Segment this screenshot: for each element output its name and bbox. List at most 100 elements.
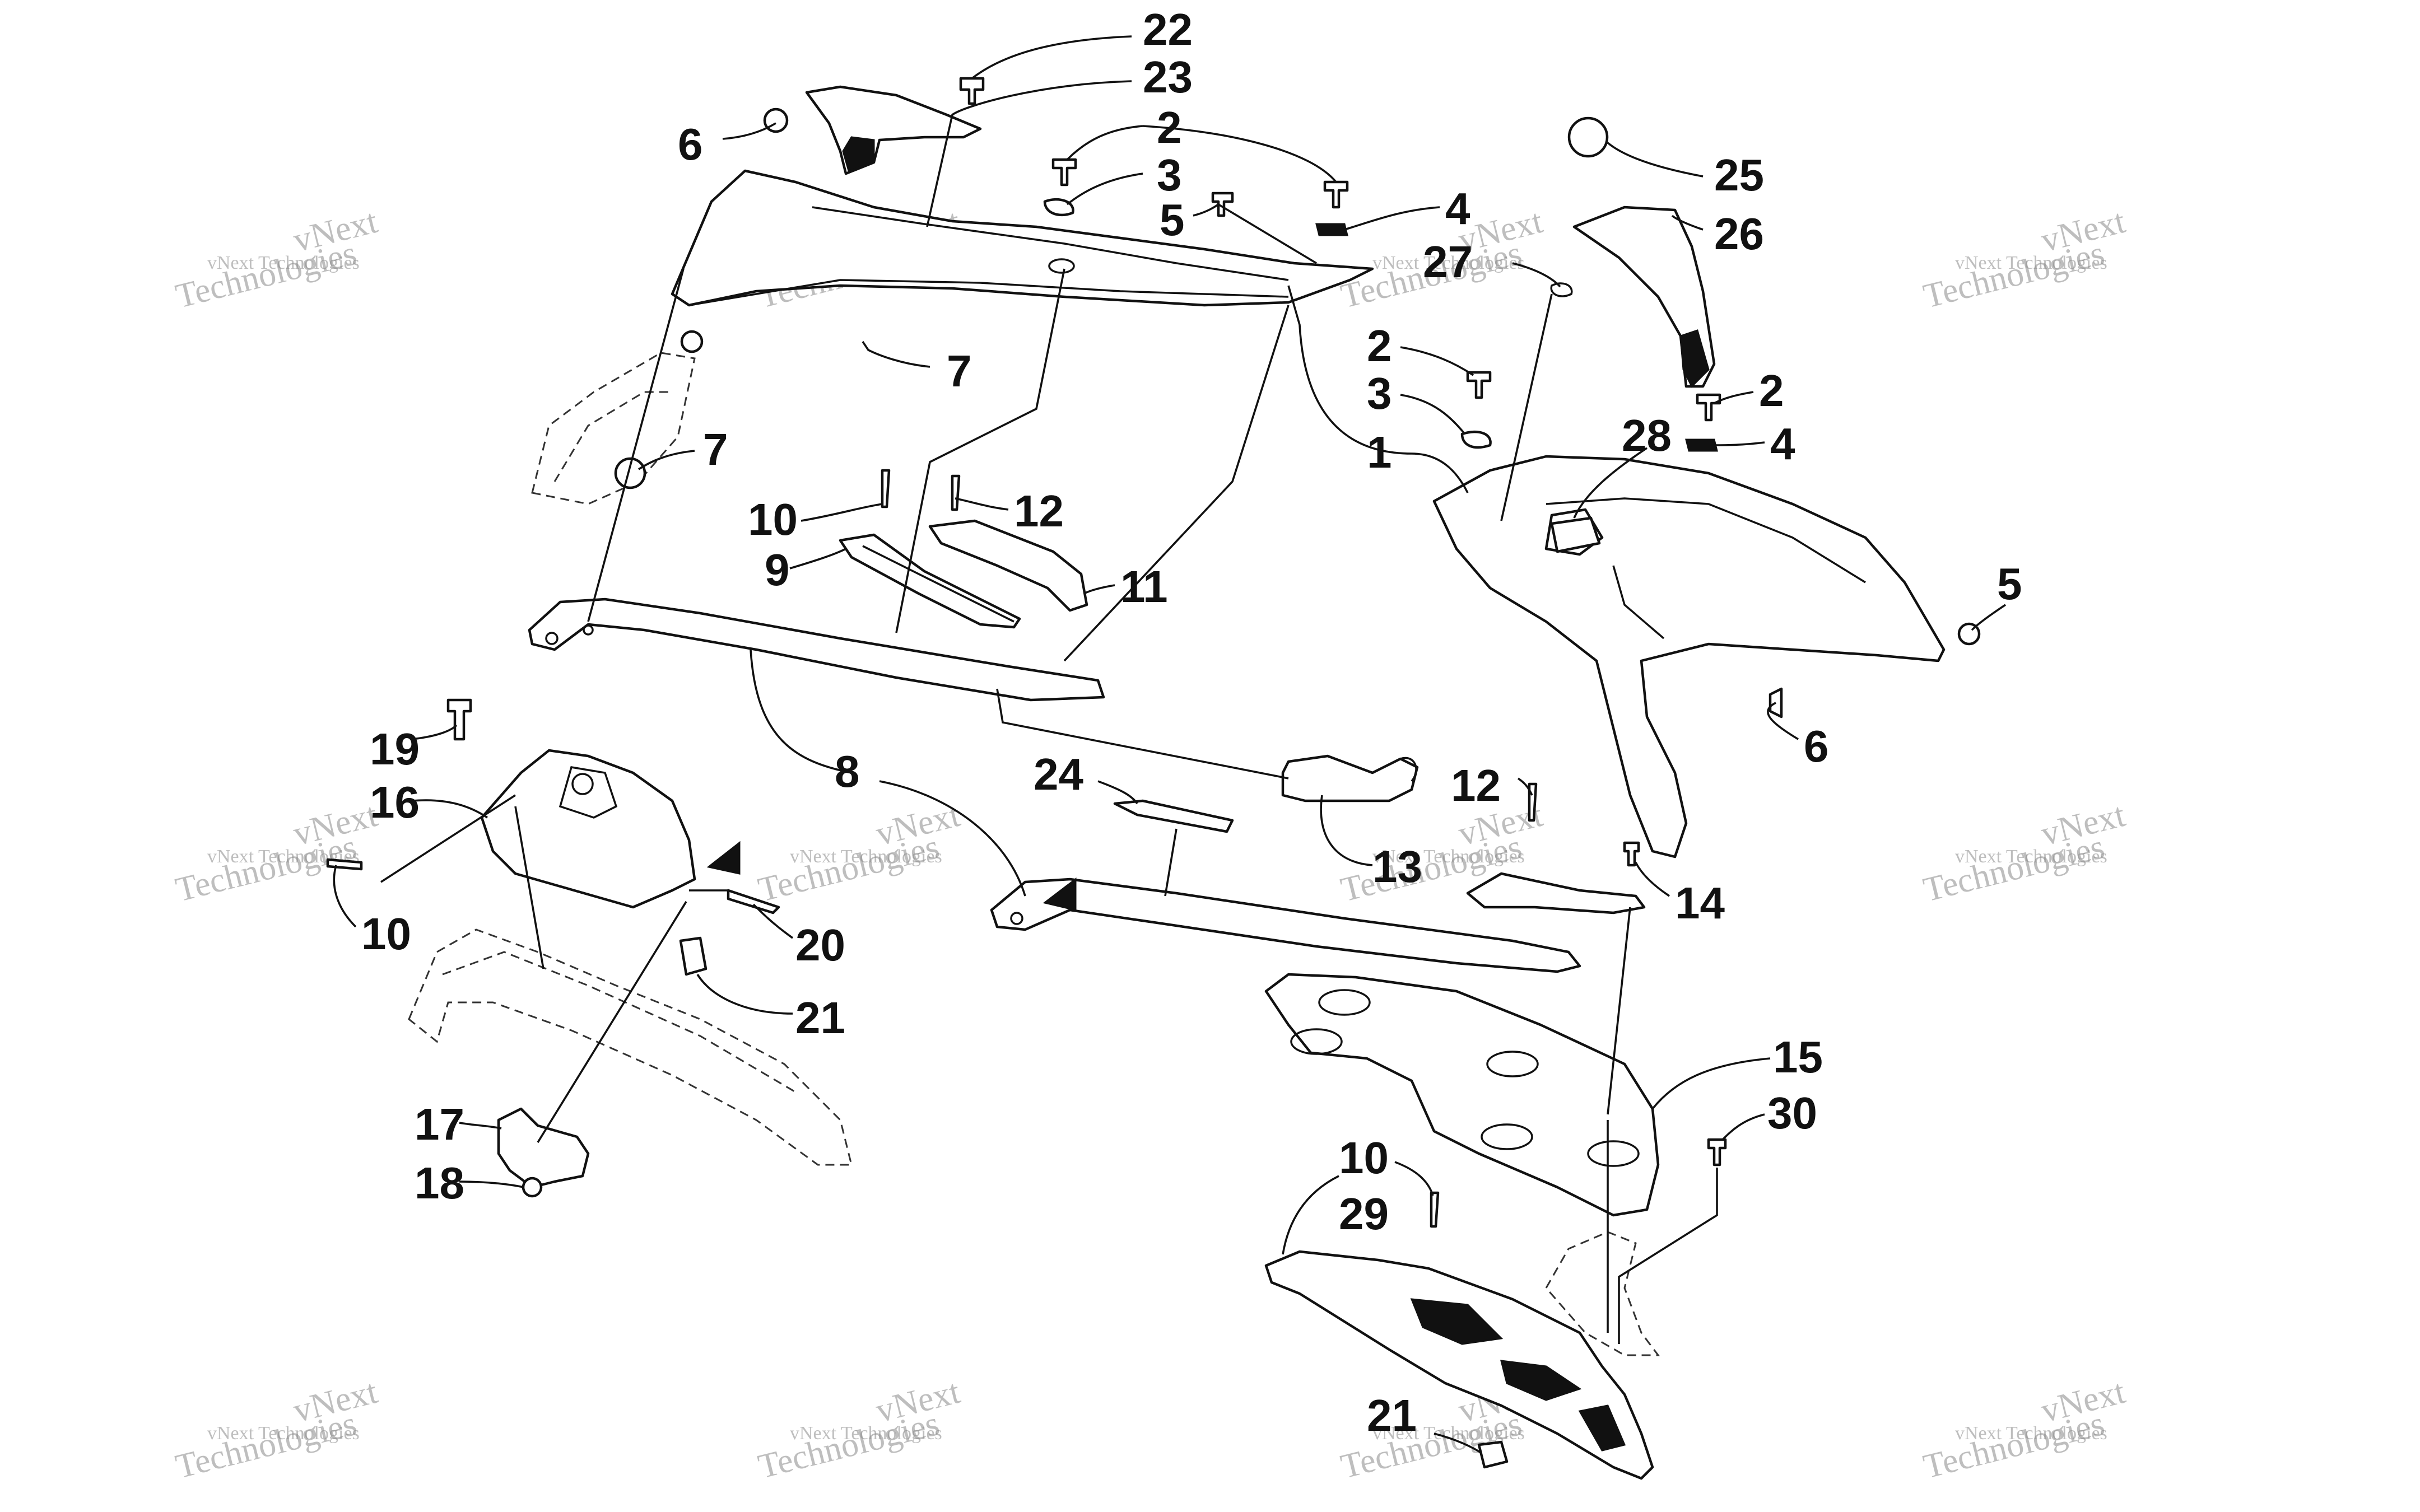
leader-mount-to-frame bbox=[380, 794, 516, 883]
callout-5-right: 5 bbox=[1997, 559, 2022, 609]
watermark: vNext Technologies vNext Technologies bbox=[172, 202, 381, 316]
leader-hood-to-rail bbox=[587, 268, 685, 622]
leader-4-a bbox=[1344, 206, 1440, 231]
leader-3-b bbox=[1400, 394, 1466, 435]
side-panel-right-ridge bbox=[1546, 497, 1866, 584]
side-panel-right-rim bbox=[1612, 565, 1665, 640]
watermark-brand-2: Technologies bbox=[1920, 828, 2108, 909]
frame-outline-ghost-inner bbox=[553, 391, 672, 482]
nut-4-a bbox=[1315, 223, 1348, 236]
air-scoop-detail bbox=[842, 136, 875, 172]
washer-27 bbox=[1550, 282, 1573, 297]
frame-rail-ghost bbox=[408, 928, 853, 1166]
watermark: vNext Technologies vNext Technologies bbox=[172, 1373, 381, 1486]
cross-member-hole-1 bbox=[1318, 989, 1371, 1016]
watermark-line: vNext Technologies bbox=[207, 253, 360, 273]
leader-24 bbox=[1097, 780, 1138, 805]
bracket-14 bbox=[1466, 872, 1646, 914]
rail-upper-bolt-hole bbox=[545, 632, 559, 645]
leader-21-b bbox=[537, 901, 687, 1143]
leader-30-b bbox=[1618, 1168, 1718, 1344]
callout-11: 11 bbox=[1120, 562, 1168, 612]
bracket-9-line bbox=[862, 545, 1014, 623]
callout-3: 3 bbox=[1157, 150, 1182, 200]
leader-10 bbox=[801, 503, 883, 522]
watermark-line: vNext Technologies bbox=[1955, 253, 2107, 273]
callout-25: 25 bbox=[1714, 150, 1764, 200]
leader-16 bbox=[411, 799, 488, 819]
hood-hole bbox=[1048, 258, 1075, 274]
frame-outline-ghost bbox=[531, 352, 696, 505]
callout-7-upper: 7 bbox=[947, 346, 972, 396]
frame-outline-ghost-lower bbox=[1545, 1231, 1660, 1356]
frame-rail-ghost-inner bbox=[442, 951, 796, 1093]
callout-10: 10 bbox=[748, 494, 798, 544]
leader-25 bbox=[1607, 142, 1704, 178]
leader-panel-to-27 bbox=[1500, 293, 1553, 521]
shield-panel bbox=[1572, 206, 1716, 388]
watermark-line: vNext Technologies bbox=[1372, 1423, 1525, 1444]
ring-25 bbox=[1567, 116, 1609, 158]
air-scoop bbox=[805, 85, 982, 175]
callout-4-b: 4 bbox=[1770, 419, 1795, 469]
watermark-brand-2: Technologies bbox=[172, 234, 360, 316]
callout-2-c: 2 bbox=[1367, 321, 1392, 371]
fastener-19 bbox=[446, 698, 472, 741]
watermark-line: vNext Technologies bbox=[1372, 846, 1525, 867]
leader-10-left bbox=[333, 865, 357, 928]
nut-4-b bbox=[1685, 438, 1718, 452]
leader-3-a bbox=[1066, 172, 1143, 206]
arrow-marker-rail bbox=[1043, 877, 1077, 911]
fastener-2-c bbox=[1466, 371, 1492, 399]
rivet-10 bbox=[881, 469, 891, 508]
cross-member-hole-3 bbox=[1486, 1051, 1539, 1077]
leader-6-right bbox=[1767, 702, 1799, 740]
callout-1: 1 bbox=[1367, 427, 1392, 477]
watermark-layer: vNext Technologies vNext Technologies vN… bbox=[172, 202, 2129, 1486]
leader-18 bbox=[459, 1180, 524, 1188]
rail-lower bbox=[990, 878, 1581, 973]
callout-19: 19 bbox=[370, 724, 420, 774]
leader-lines bbox=[333, 35, 2006, 1454]
leader-2-b bbox=[1142, 125, 1337, 183]
leader-2-d bbox=[1714, 391, 1754, 404]
leader-28 bbox=[1573, 447, 1648, 519]
watermark-line: vNext Technologies bbox=[1372, 253, 1525, 273]
leader-11 bbox=[1083, 584, 1115, 595]
fastener-7-upper bbox=[680, 330, 704, 353]
washer-3-b bbox=[1460, 430, 1492, 449]
leader-1-b bbox=[1411, 452, 1469, 493]
skid-plate bbox=[1264, 1250, 1654, 1480]
callout-30: 30 bbox=[1767, 1088, 1817, 1138]
callout-5: 5 bbox=[1160, 195, 1185, 245]
rail-upper-bolt-hole-2 bbox=[583, 624, 594, 636]
leader-12 bbox=[955, 497, 1009, 511]
side-panel-right bbox=[1432, 455, 1946, 858]
callout-2: 2 bbox=[1157, 102, 1182, 152]
callout-16: 16 bbox=[370, 777, 420, 827]
leader-7-upper bbox=[862, 341, 930, 368]
fastener-22 bbox=[959, 77, 985, 105]
leader-2-a bbox=[1066, 125, 1143, 161]
callout-2-d: 2 bbox=[1759, 366, 1784, 416]
callout-4: 4 bbox=[1445, 184, 1470, 234]
leader-26 bbox=[1671, 214, 1704, 231]
rail-upper bbox=[528, 598, 1105, 702]
parts-layer bbox=[326, 77, 1981, 1480]
washer-18 bbox=[522, 1177, 543, 1198]
leader-4-b bbox=[1714, 441, 1765, 446]
callout-18: 18 bbox=[415, 1158, 464, 1208]
leader-14 bbox=[1635, 862, 1670, 897]
callout-12-right: 12 bbox=[1451, 760, 1501, 810]
clip-21 bbox=[679, 936, 708, 976]
leader-14-b bbox=[1607, 907, 1631, 1115]
cross-member-hole-2 bbox=[1290, 1028, 1343, 1055]
watermark-line: vNext Technologies bbox=[1955, 846, 2107, 867]
callout-13: 13 bbox=[1372, 842, 1422, 892]
callout-8: 8 bbox=[835, 746, 860, 796]
watermark-line: vNext Technologies bbox=[1955, 1423, 2107, 1444]
watermark: vNext Technologies vNext Technologies bbox=[1920, 796, 2129, 909]
fastener-5-top bbox=[1211, 192, 1234, 217]
mount-bracket bbox=[480, 749, 696, 909]
